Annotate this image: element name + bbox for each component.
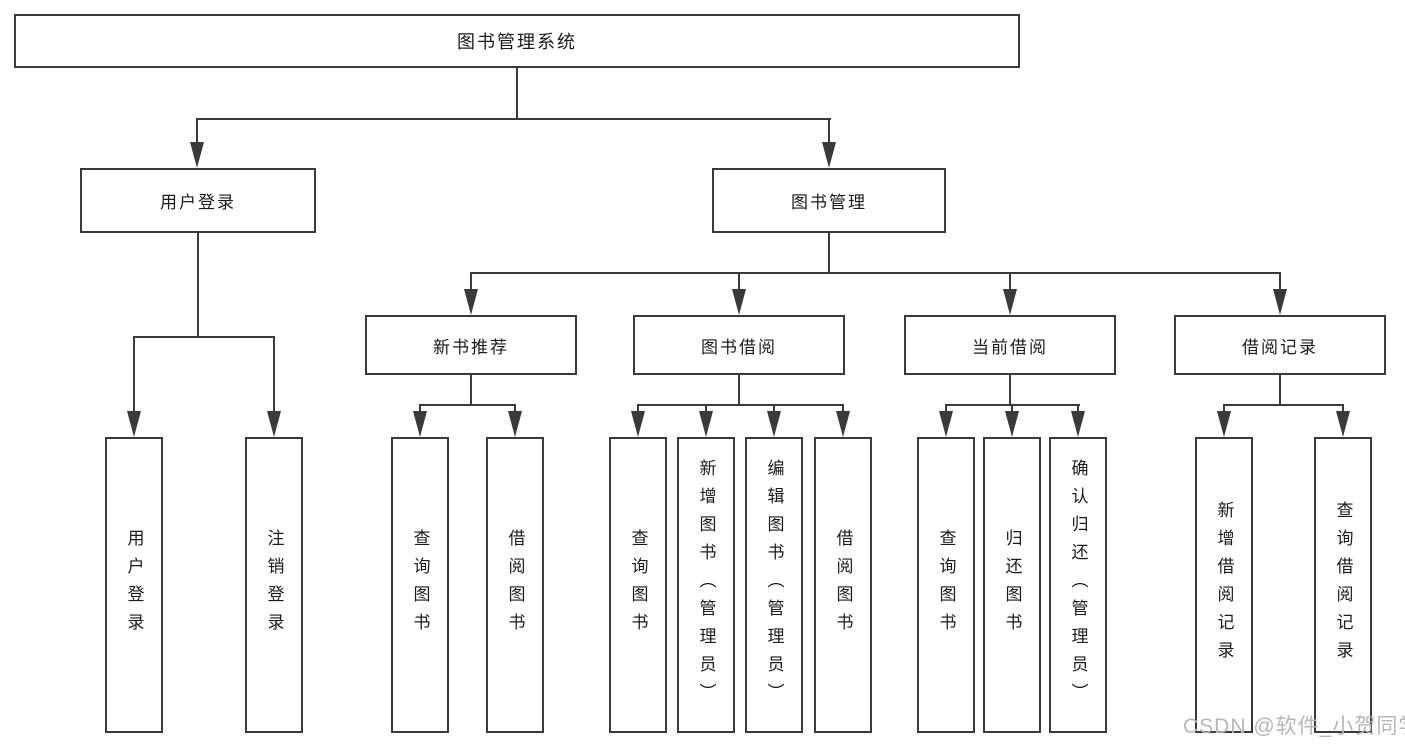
connector <box>273 336 275 416</box>
leaf-query-borrow-record: 查询借阅记录 <box>1314 437 1372 733</box>
connector <box>828 118 830 148</box>
csdn-watermark: CSDN @软件_小贺同学 <box>1183 715 1405 738</box>
connector <box>773 404 775 414</box>
connector <box>637 404 639 414</box>
connector <box>842 404 844 414</box>
connector <box>738 272 740 293</box>
arrow-down-icon <box>413 411 427 437</box>
arrow-down-icon <box>767 411 781 437</box>
connector <box>514 404 516 414</box>
arrow-down-icon <box>822 142 836 168</box>
connector <box>470 272 1281 274</box>
leaf-add-book-admin: 新增图书（管理员） <box>677 437 735 733</box>
connector <box>1009 272 1011 293</box>
leaf-query-books-current: 查询图书 <box>917 437 975 733</box>
connector <box>945 404 947 414</box>
arrow-down-icon <box>190 142 204 168</box>
connector <box>1223 404 1344 406</box>
connector <box>133 336 135 416</box>
leaf-borrow-books-recommend: 借阅图书 <box>486 437 544 733</box>
leaf-user-login: 用户登录 <box>105 437 163 733</box>
arrow-down-icon <box>732 289 746 315</box>
leaf-query-books-recommend: 查询图书 <box>391 437 449 733</box>
leaf-edit-book-admin: 编辑图书（管理员） <box>745 437 803 733</box>
connector <box>419 404 421 414</box>
arrow-down-icon <box>1273 289 1287 315</box>
arrow-down-icon <box>1336 411 1350 437</box>
connector <box>470 272 472 293</box>
leaf-confirm-return-admin: 确认归还（管理员） <box>1049 437 1107 733</box>
arrow-down-icon <box>508 411 522 437</box>
leaf-add-borrow-record: 新增借阅记录 <box>1195 437 1253 733</box>
leaf-query-books-borrowing: 查询图书 <box>609 437 667 733</box>
connector <box>196 118 198 148</box>
leaf-borrow-books: 借阅图书 <box>814 437 872 733</box>
node-book-borrowing: 图书借阅 <box>633 315 845 375</box>
arrow-down-icon <box>127 411 141 437</box>
connector <box>738 375 740 406</box>
node-new-book-recommend: 新书推荐 <box>365 315 577 375</box>
arrow-down-icon <box>1005 411 1019 437</box>
connector <box>828 233 830 274</box>
node-current-borrowing: 当前借阅 <box>904 315 1116 375</box>
leaf-logout: 注销登录 <box>245 437 303 733</box>
connector <box>196 118 831 120</box>
leaf-return-book: 归还图书 <box>983 437 1041 733</box>
connector <box>1342 404 1344 414</box>
connector <box>1009 375 1011 406</box>
arrow-down-icon <box>464 289 478 315</box>
node-user-login: 用户登录 <box>80 168 316 233</box>
arrow-down-icon <box>836 411 850 437</box>
connector <box>516 68 518 120</box>
connector <box>133 336 275 338</box>
connector <box>1279 375 1281 406</box>
arrow-down-icon <box>1217 411 1231 437</box>
node-borrow-records: 借阅记录 <box>1174 315 1386 375</box>
connector <box>470 375 472 406</box>
connector <box>705 404 707 414</box>
arrow-down-icon <box>631 411 645 437</box>
connector <box>637 404 844 406</box>
connector <box>419 404 516 406</box>
connector <box>1011 404 1013 414</box>
connector <box>1223 404 1225 414</box>
connector <box>197 233 199 338</box>
arrow-down-icon <box>1071 411 1085 437</box>
arrow-down-icon <box>939 411 953 437</box>
connector <box>1279 272 1281 293</box>
connector <box>1077 404 1079 414</box>
node-library-system: 图书管理系统 <box>14 14 1020 68</box>
node-book-management: 图书管理 <box>712 168 946 233</box>
arrow-down-icon <box>1003 289 1017 315</box>
arrow-down-icon <box>267 411 281 437</box>
arrow-down-icon <box>699 411 713 437</box>
